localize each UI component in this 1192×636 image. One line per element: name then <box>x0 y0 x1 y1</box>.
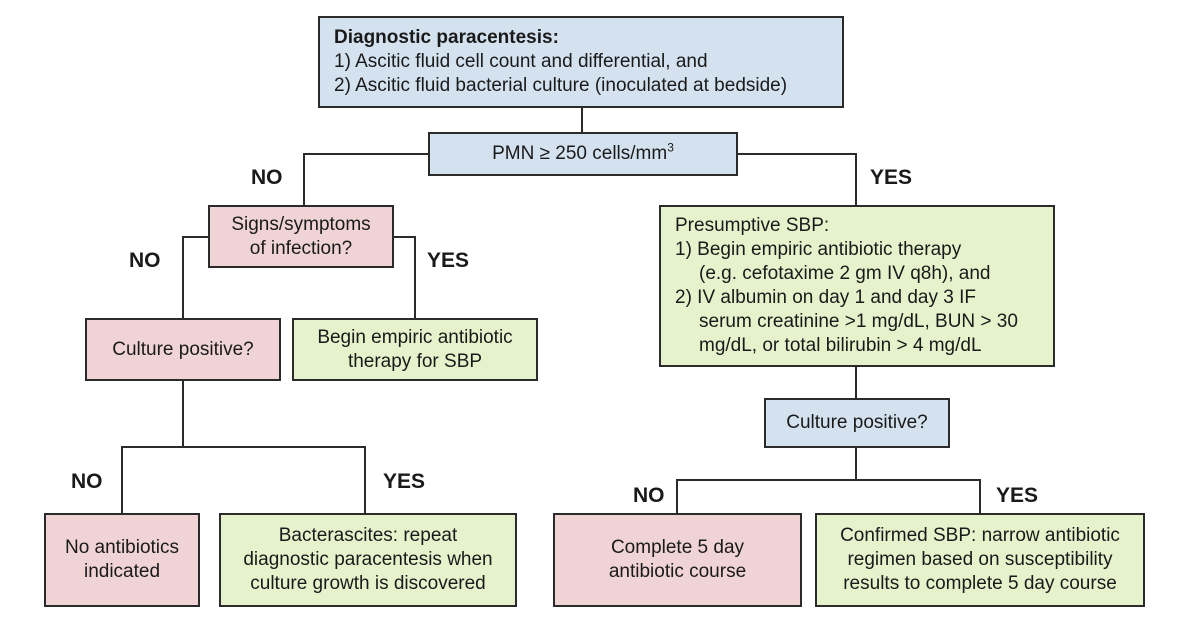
presumptive-step-2-detail-2: mg/dL, or total bilirubin > 4 mg/dL <box>699 335 982 356</box>
signs-yes-label: YES <box>427 249 470 272</box>
bacterascites-line-3: culture growth is discovered <box>250 573 486 594</box>
no-antibiotics-line-1: No antibiotics <box>64 537 180 558</box>
connector-culture-right-branch <box>676 479 981 514</box>
culture-left-yes-label: YES <box>383 470 426 493</box>
begin-empiric-line-2: therapy for SBP <box>347 350 483 372</box>
begin-empiric-line-1: Begin empiric antibiotic <box>317 326 513 348</box>
presumptive-step-1-detail: (e.g. cefotaxime 2 gm IV q8h), and <box>699 263 991 284</box>
signs-of-infection-box: Signs/symptoms of infection? <box>208 205 394 268</box>
pmn-yes-label: YES <box>870 166 913 189</box>
bacterascites-line-2: diagnostic paracentesis when <box>243 549 493 570</box>
culture-right-no-label: NO <box>633 484 665 507</box>
presumptive-sbp-box: Presumptive SBP: 1) Begin empiric antibi… <box>659 205 1055 367</box>
presumptive-step-1: 1) Begin empiric antibiotic therapy <box>675 239 962 260</box>
presumptive-title: Presumptive SBP: <box>675 215 830 236</box>
connector-signs-yes <box>393 236 416 319</box>
paracentesis-box: Diagnostic paracentesis: 1) Ascitic flui… <box>318 16 844 108</box>
signs-no-label: NO <box>129 249 161 272</box>
confirmed-sbp-line-1: Confirmed SBP: narrow antibiotic <box>840 525 1120 546</box>
connector-culture-left-branch <box>121 446 366 514</box>
culture-right-text: Culture positive? <box>786 412 928 433</box>
presumptive-step-2-detail-1: serum creatinine >1 mg/dL, BUN > 30 <box>699 311 1018 332</box>
connector-pmn-yes <box>736 153 857 206</box>
begin-empiric-box: Begin empiric antibiotic therapy for SBP <box>292 318 538 381</box>
complete-course-line-2: antibiotic course <box>608 561 747 582</box>
pmn-threshold-text: PMN ≥ 250 cells/mm3 <box>492 142 674 166</box>
culture-positive-left-box: Culture positive? <box>85 318 281 381</box>
complete-course-box: Complete 5 day antibiotic course <box>553 513 802 607</box>
bacterascites-line-1: Bacterascites: repeat <box>278 525 458 546</box>
paracentesis-step-1: 1) Ascitic fluid cell count and differen… <box>334 51 708 72</box>
connector-signs-no <box>182 236 209 319</box>
connector-pmn-no <box>303 153 430 206</box>
no-antibiotics-box: No antibiotics indicated <box>44 513 200 607</box>
signs-line-1: Signs/symptoms <box>231 213 371 235</box>
culture-left-no-label: NO <box>71 470 103 493</box>
culture-left-text: Culture positive? <box>112 338 254 360</box>
complete-course-line-1: Complete 5 day <box>610 537 745 558</box>
pmn-superscript: 3 <box>667 140 674 155</box>
pmn-no-label: NO <box>251 166 283 189</box>
confirmed-sbp-line-3: results to complete 5 day course <box>843 573 1117 594</box>
culture-positive-right-box: Culture positive? <box>764 398 950 448</box>
signs-line-2: of infection? <box>249 237 353 259</box>
presumptive-step-2: 2) IV albumin on day 1 and day 3 IF <box>675 287 977 308</box>
confirmed-sbp-box: Confirmed SBP: narrow antibiotic regimen… <box>815 513 1145 607</box>
pmn-threshold-box: PMN ≥ 250 cells/mm3 <box>428 132 738 176</box>
pmn-text: PMN ≥ 250 cells/mm <box>492 143 668 164</box>
paracentesis-step-2: 2) Ascitic fluid bacterial culture (inoc… <box>334 75 788 96</box>
culture-right-yes-label: YES <box>996 484 1039 507</box>
no-antibiotics-line-2: indicated <box>83 561 161 582</box>
confirmed-sbp-line-2: regimen based on susceptibility <box>847 549 1113 570</box>
paracentesis-title: Diagnostic paracentesis: <box>334 27 559 48</box>
bacterascites-box: Bacterascites: repeat diagnostic paracen… <box>219 513 517 607</box>
